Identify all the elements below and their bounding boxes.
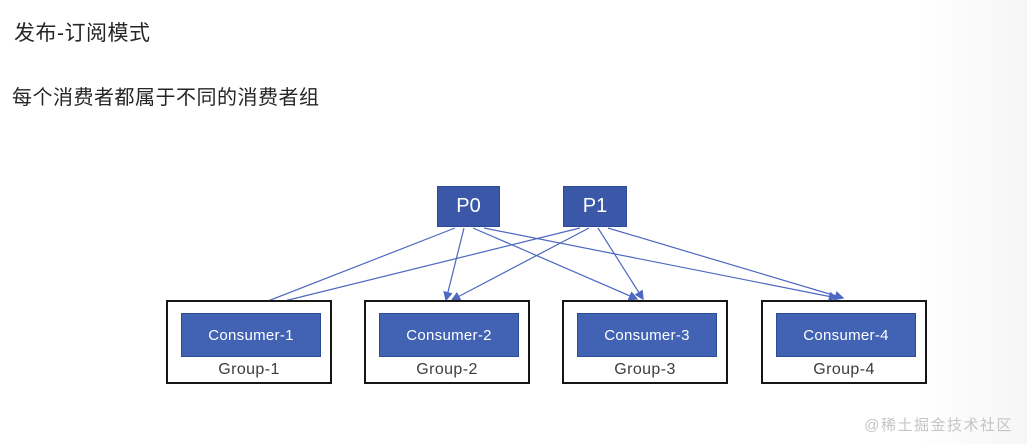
- consumer-label: Consumer-3: [604, 326, 690, 344]
- consumer-label: Consumer-4: [803, 326, 889, 344]
- group-label: Group-2: [416, 361, 478, 378]
- page-subtitle: 每个消费者都属于不同的消费者组: [12, 87, 320, 109]
- edge-P0-C4: [483, 227, 839, 302]
- edge-P1-C4: [607, 227, 845, 301]
- edge-P0-C2: [443, 227, 465, 302]
- producer-label: P0: [456, 195, 481, 217]
- consumer-box-2: Consumer-2: [379, 313, 519, 357]
- consumer-box-4: Consumer-4: [776, 313, 916, 357]
- consumer-label: Consumer-1: [208, 326, 294, 344]
- group-box-3: Consumer-3 Group-3: [562, 300, 728, 384]
- group-box-1: Consumer-1 Group-1: [166, 300, 332, 384]
- page-title: 发布-订阅模式: [14, 22, 151, 45]
- watermark: @稀土掘金技术社区: [864, 417, 1013, 434]
- group-box-4: Consumer-4 Group-4: [761, 300, 927, 384]
- edge-P1-C3: [597, 227, 644, 301]
- edge-P0-C1: [248, 227, 456, 310]
- group-label: Group-3: [614, 361, 676, 378]
- producer-box-p1: P1: [563, 186, 627, 227]
- edge-P1-C2: [450, 227, 590, 301]
- edge-P1-C1: [254, 227, 581, 311]
- group-label: Group-4: [813, 361, 875, 378]
- consumer-box-1: Consumer-1: [181, 313, 321, 357]
- page-edge-shading: [912, 0, 1027, 444]
- edge-P0-C3: [472, 227, 639, 301]
- producer-box-p0: P0: [437, 186, 500, 227]
- group-box-2: Consumer-2 Group-2: [364, 300, 530, 384]
- consumer-box-3: Consumer-3: [577, 313, 717, 357]
- group-label: Group-1: [218, 361, 280, 378]
- producer-label: P1: [582, 195, 608, 217]
- consumer-label: Consumer-2: [406, 326, 492, 344]
